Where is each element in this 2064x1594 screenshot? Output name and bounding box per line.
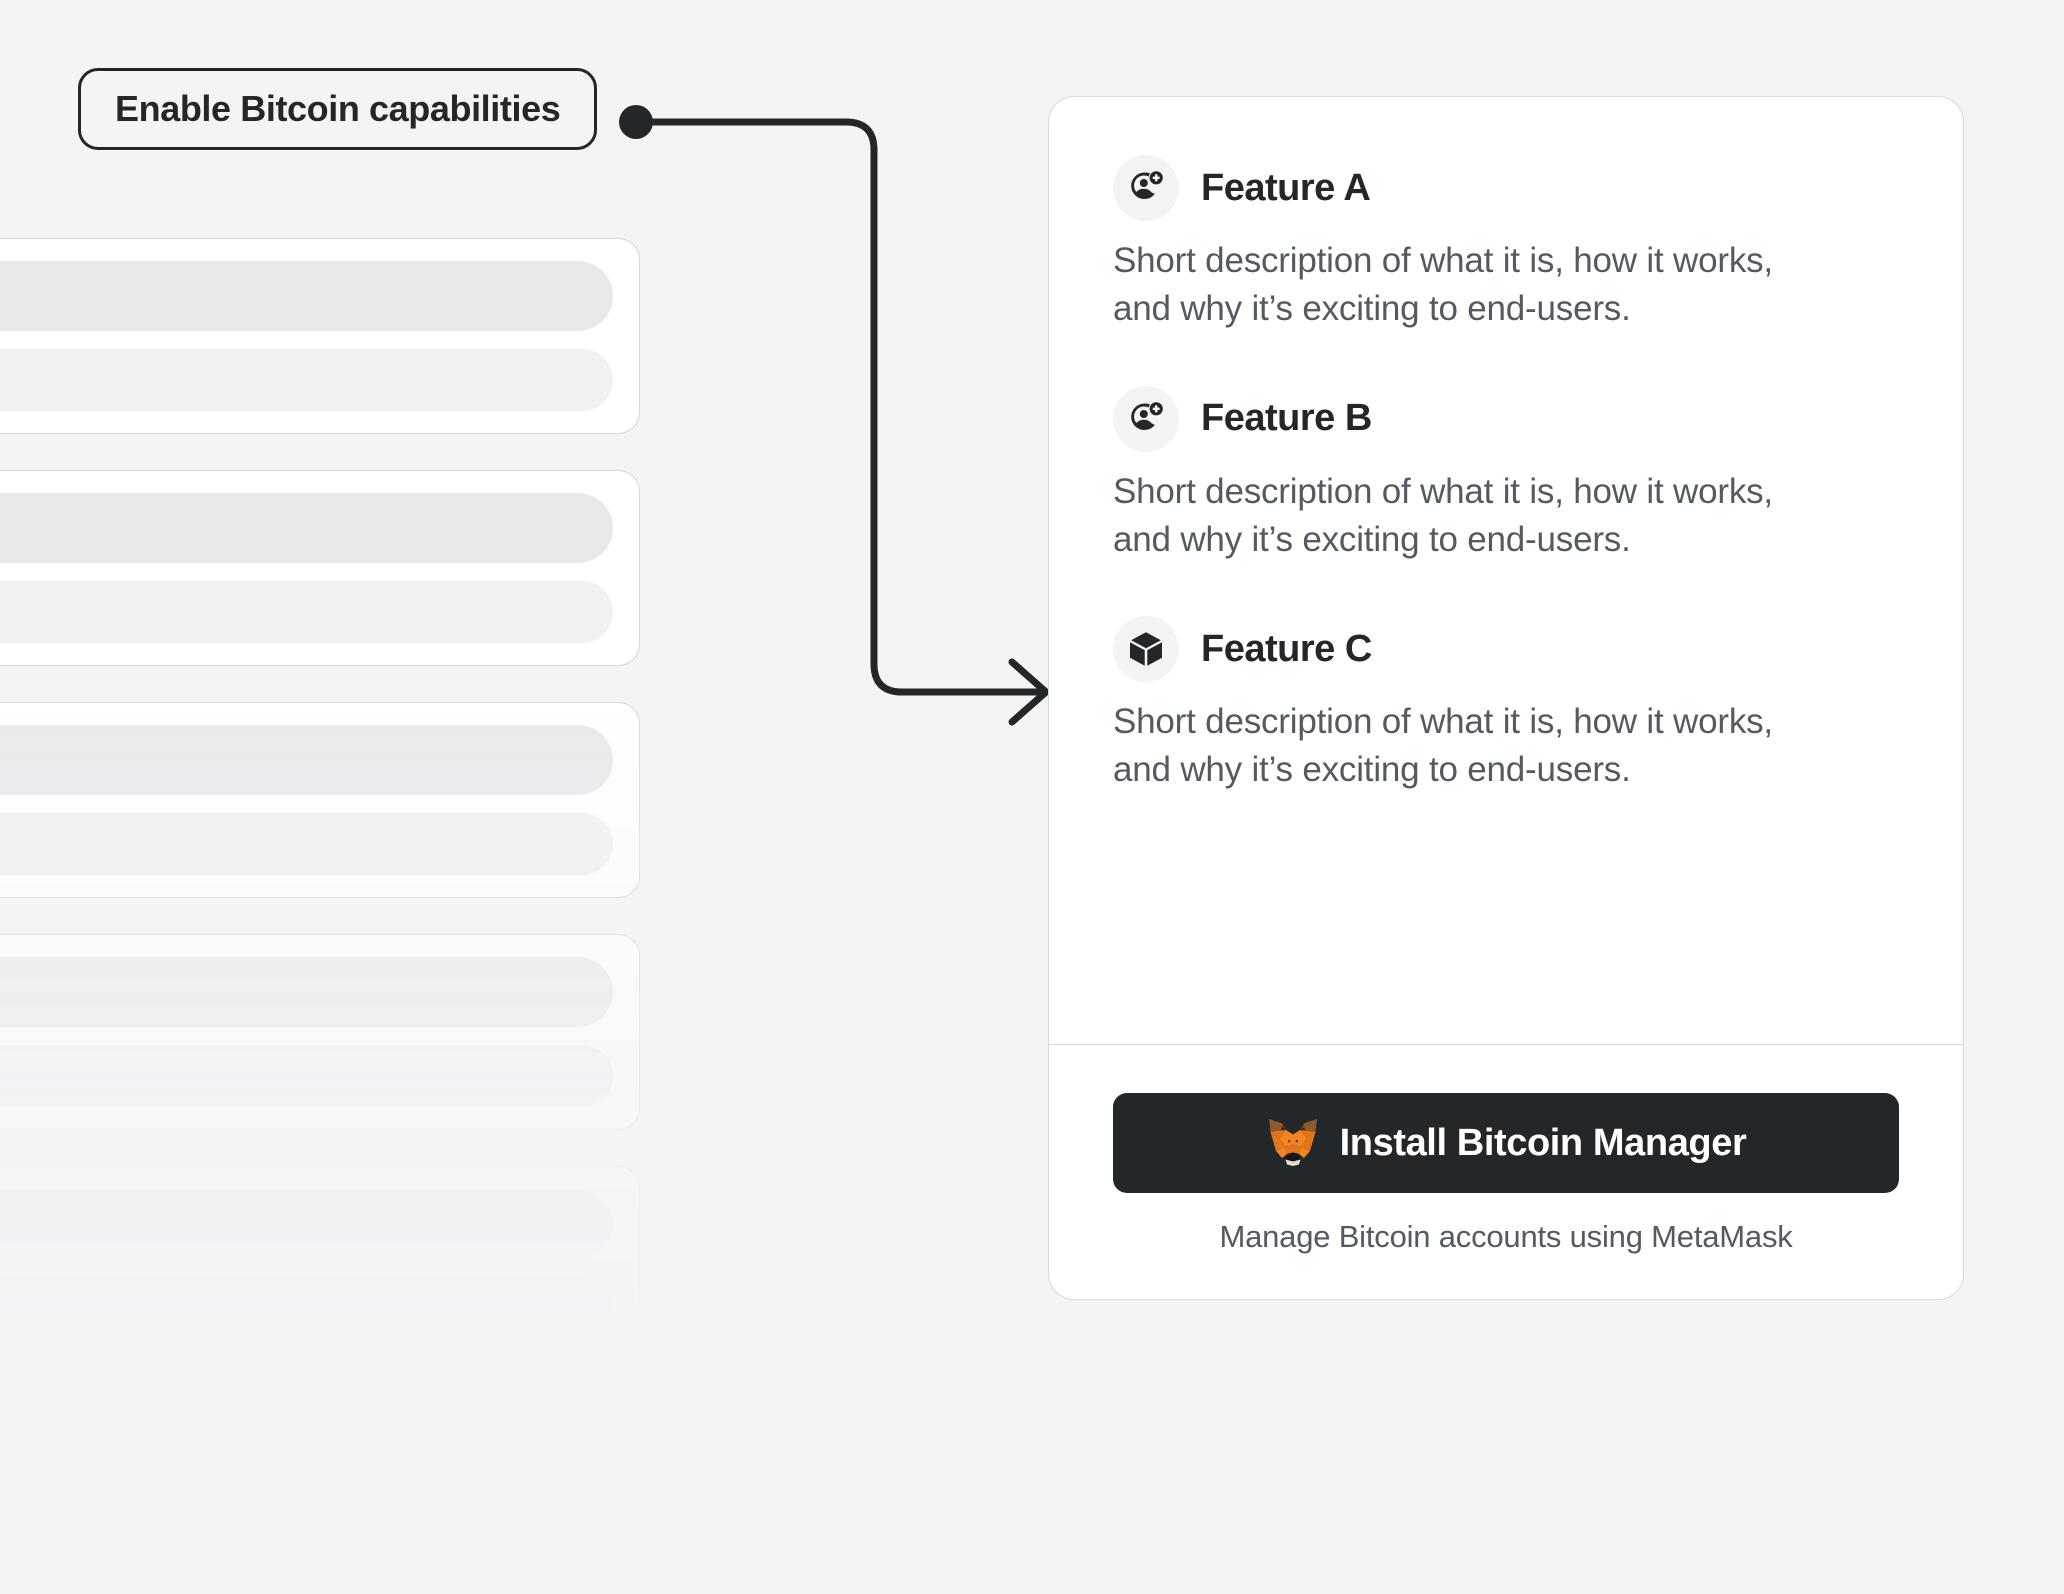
skeleton-bar-primary bbox=[0, 957, 613, 1027]
install-caption: Manage Bitcoin accounts using MetaMask bbox=[1219, 1219, 1793, 1254]
metamask-fox-icon bbox=[1266, 1117, 1320, 1170]
feature-title: Feature B bbox=[1201, 397, 1372, 440]
install-button-label: Install Bitcoin Manager bbox=[1339, 1121, 1747, 1164]
skeleton-bar-primary bbox=[0, 1189, 613, 1259]
install-bitcoin-manager-button[interactable]: Install Bitcoin Manager bbox=[1113, 1093, 1899, 1193]
feature-title: Feature A bbox=[1201, 166, 1371, 209]
arrow-head bbox=[1008, 658, 1050, 726]
background-skeleton-list bbox=[0, 238, 640, 1594]
skeleton-bar-secondary bbox=[0, 581, 613, 643]
skeleton-bar-primary bbox=[0, 1421, 613, 1491]
skeleton-bar-secondary bbox=[0, 349, 613, 411]
skeleton-bar-primary bbox=[0, 725, 613, 795]
card-divider bbox=[1049, 1044, 1963, 1045]
feature-list: Feature A Short description of what it i… bbox=[1049, 97, 1963, 988]
feature-heading-row: Feature C bbox=[1113, 616, 1899, 683]
skeleton-bar-secondary bbox=[0, 1277, 613, 1339]
skeleton-bar-primary bbox=[0, 493, 613, 563]
skeleton-card bbox=[0, 470, 640, 666]
connector-path bbox=[636, 118, 1044, 696]
feature-description: Short description of what it is, how it … bbox=[1113, 241, 1773, 329]
feature-item: Feature C Short description of what it i… bbox=[1113, 616, 1899, 795]
skeleton-bar-primary bbox=[0, 261, 613, 331]
feature-heading-row: Feature B bbox=[1113, 385, 1899, 452]
account-add-icon bbox=[1113, 385, 1179, 452]
feature-title: Feature C bbox=[1201, 627, 1372, 670]
callout-label: Enable Bitcoin capabilities bbox=[78, 68, 598, 150]
account-add-icon bbox=[1113, 155, 1179, 221]
skeleton-card bbox=[0, 1166, 640, 1362]
skeleton-bar-secondary bbox=[0, 1045, 613, 1107]
feature-card: Feature A Short description of what it i… bbox=[1048, 96, 1964, 1300]
card-footer: Install Bitcoin Manager Manage Bitcoin a… bbox=[1049, 1045, 1963, 1299]
skeleton-card bbox=[0, 702, 640, 898]
connector-dot bbox=[619, 105, 653, 139]
cube-icon bbox=[1113, 616, 1179, 683]
feature-heading-row: Feature A bbox=[1113, 155, 1899, 221]
skeleton-bar-secondary bbox=[0, 813, 613, 875]
feature-item: Feature B Short description of what it i… bbox=[1113, 385, 1899, 565]
feature-item: Feature A Short description of what it i… bbox=[1113, 155, 1899, 334]
skeleton-card bbox=[0, 238, 640, 434]
callout-label-text: Enable Bitcoin capabilities bbox=[115, 88, 561, 129]
feature-description: Short description of what it is, how it … bbox=[1113, 471, 1773, 559]
skeleton-card bbox=[0, 1398, 640, 1594]
feature-description: Short description of what it is, how it … bbox=[1113, 702, 1773, 790]
skeleton-card bbox=[0, 934, 640, 1130]
skeleton-bar-secondary bbox=[0, 1509, 613, 1571]
